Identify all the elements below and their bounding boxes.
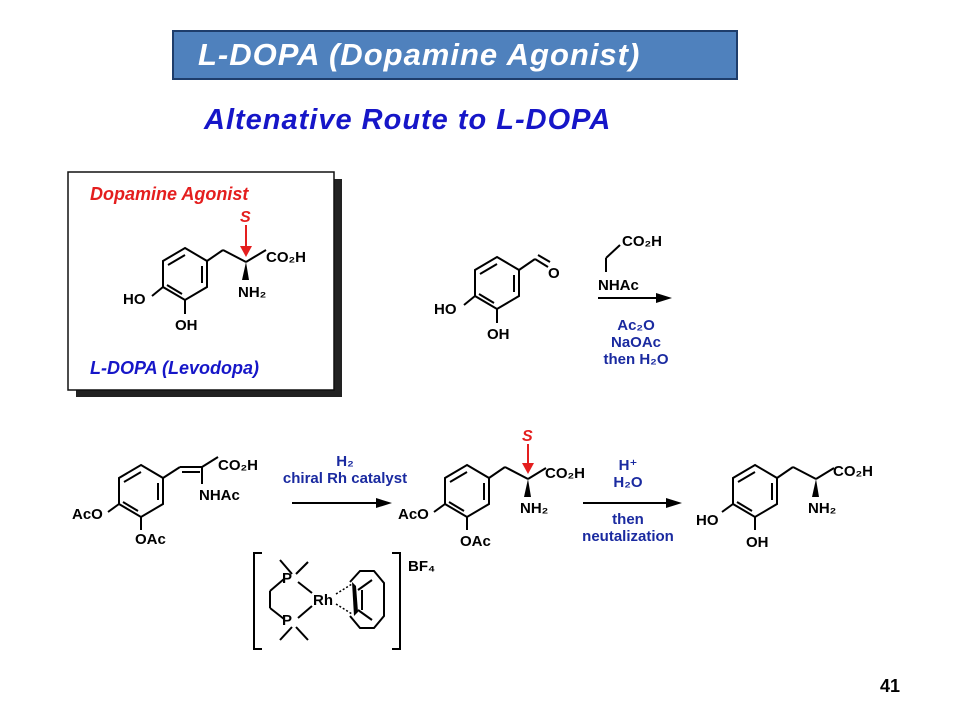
box-caption: L-DOPA (Levodopa) <box>90 358 259 378</box>
title-bar: L-DOPA (Dopamine Agonist) <box>172 30 738 80</box>
catalyst-brackets <box>253 552 401 650</box>
product-nh2: NH₂ <box>808 500 836 517</box>
protected-ldopa-structure: S CO₂H NH₂ AcO OAc <box>398 428 585 550</box>
catalyst-rh: Rh <box>313 592 333 609</box>
glycine-bonds <box>605 244 621 272</box>
stereo-label: S <box>240 209 251 226</box>
catalyst-p-bottom: P <box>282 612 292 629</box>
dehydro-nhac: NHAc <box>199 487 240 504</box>
dehydro-oac: OAc <box>135 531 166 548</box>
page-number: 41 <box>880 676 901 696</box>
reagent-co2h: CO₂H <box>622 233 662 250</box>
rh-catalyst: P P Rh BF₄ <box>253 552 435 650</box>
product-co2h: CO₂H <box>833 463 873 480</box>
step2-cond-2: chiral Rh catalyst <box>283 470 407 487</box>
step1-cond-1: Ac₂O <box>617 317 655 334</box>
protected-stereo-label: S <box>522 428 533 445</box>
catalyst-counterion: BF₄ <box>408 558 435 575</box>
wedge-bond <box>242 262 249 280</box>
product-ho: HO <box>696 512 719 529</box>
protected-co2h: CO₂H <box>545 465 585 482</box>
catalyst-p-top: P <box>282 570 292 587</box>
co2h-label: CO₂H <box>266 249 306 266</box>
aldehyde-ho-label: HO <box>434 301 457 318</box>
slide-subtitle: Altenative Route to L-DOPA <box>204 104 612 136</box>
box-heading: Dopamine Agonist <box>90 184 249 204</box>
ldopa-structure <box>151 246 267 314</box>
step3-cond-1: H⁺ <box>619 457 638 474</box>
product-wedge <box>812 479 819 497</box>
step3-cond-3: then <box>612 511 644 528</box>
step3-cond-2: H₂O <box>613 474 642 491</box>
stereo-arrow-head <box>240 246 252 257</box>
step1: CO₂H NHAc Ac₂O NaOAc then H₂O <box>598 233 672 368</box>
nh2-label: NH₂ <box>238 284 266 301</box>
protected-wedge <box>524 479 531 497</box>
step3-cond-4: neutalization <box>582 528 674 545</box>
step3-arrowhead <box>666 498 682 508</box>
protected-oac: OAc <box>460 533 491 550</box>
oh-label: OH <box>175 317 198 334</box>
product-oh: OH <box>746 534 769 551</box>
protected-aco: AcO <box>398 506 429 523</box>
dehydro-structure: CO₂H NHAc AcO OAc <box>72 456 258 548</box>
product-ldopa-structure: CO₂H NH₂ HO OH <box>696 463 873 551</box>
cod-bold-bond <box>352 582 358 616</box>
step1-arrowhead <box>656 293 672 303</box>
step1-cond-2: NaOAc <box>611 334 661 351</box>
ho-label: HO <box>123 291 146 308</box>
step2: H₂ chiral Rh catalyst <box>283 453 407 508</box>
dehydro-co2h: CO₂H <box>218 457 258 474</box>
step3: H⁺ H₂O then neutalization <box>582 457 682 545</box>
rh-dashed-bonds <box>335 583 353 615</box>
aldehyde-o-label: O <box>548 265 560 282</box>
ldopa-box: Dopamine Agonist L-DOPA (Levodopa) S CO₂… <box>67 171 342 397</box>
step2-arrowhead <box>376 498 392 508</box>
protected-nh2: NH₂ <box>520 500 548 517</box>
protected-stereo-arrowhead <box>522 463 534 474</box>
reagent-nhac: NHAc <box>598 277 639 294</box>
step1-cond-3: then H₂O <box>604 351 669 368</box>
aldehyde-oh-label: OH <box>487 326 510 343</box>
aldehyde-structure: O HO OH <box>434 254 560 343</box>
dehydro-aco: AcO <box>72 506 103 523</box>
slide-title: L-DOPA (Dopamine Agonist) <box>198 37 641 72</box>
step2-cond-1: H₂ <box>336 453 354 470</box>
